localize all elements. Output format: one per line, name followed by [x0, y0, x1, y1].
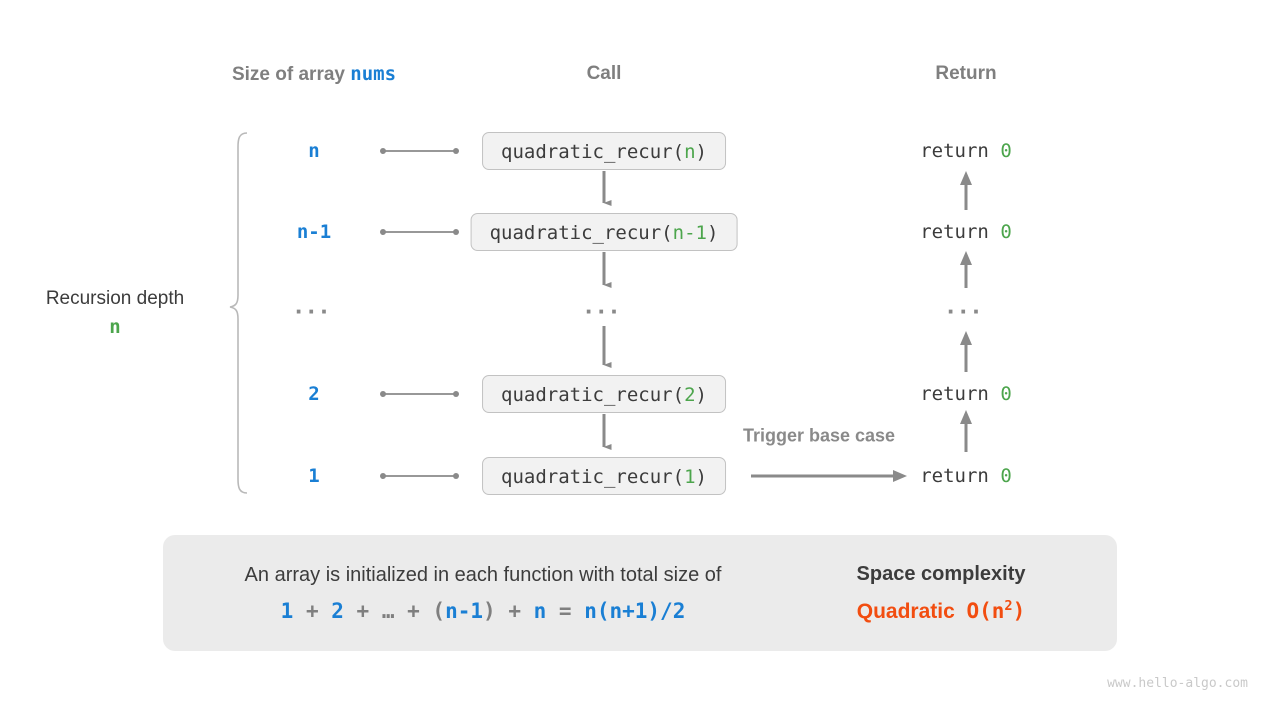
formula-token-11: = [546, 598, 585, 623]
recursion-depth-label: Recursion depth n [46, 285, 184, 341]
complexity-bigo: O(n [966, 598, 1005, 623]
summary-right: Space complexity Quadratic O(n2) [791, 535, 1091, 651]
call-box-row-4[interactable]: quadratic_recur(1) [482, 457, 726, 495]
formula-token-0: 1 [280, 598, 294, 623]
formula-token-9: + [495, 598, 534, 623]
summary-panel: An array is initialized in each function… [163, 535, 1117, 651]
formula-token-2: 2 [331, 598, 344, 623]
return-value-0: 0 [1000, 140, 1012, 162]
return-value-4: 0 [1000, 465, 1012, 487]
watermark: www.hello-algo.com [1107, 676, 1248, 691]
summary-left: An array is initialized in each function… [163, 535, 803, 651]
complexity-bigo-close: ) [1012, 598, 1026, 623]
column-header-call: Call [586, 63, 622, 84]
formula-token-7: n-1 [445, 598, 484, 623]
return-keyword-4: return [920, 465, 1001, 487]
call-box-close-3: ) [695, 384, 707, 406]
connector-row-0 [380, 148, 459, 154]
formula-token-6: ( [432, 598, 446, 623]
recursion-depth-value: n [109, 316, 121, 338]
call-box-close-0: ) [695, 141, 707, 163]
connector-row-1 [380, 229, 459, 235]
return-keyword-1: return [920, 221, 1001, 243]
connector-row-4 [380, 473, 459, 479]
return-label-row-1: return 0 [920, 221, 1012, 243]
connector-row-3 [380, 391, 459, 397]
return-label-row-3: return 0 [920, 383, 1012, 405]
return-arrow-4-to-3 [960, 410, 972, 452]
size-label-row-4: 1 [308, 465, 320, 487]
call-box-arg-0: n [684, 141, 696, 163]
call-box-fn-4: quadratic_recur( [501, 466, 685, 488]
return-arrow-3-to-dots [960, 331, 972, 372]
size-label-row-3: 2 [308, 383, 320, 405]
space-complexity-value: Quadratic O(n2) [857, 598, 1026, 624]
return-keyword-3: return [920, 383, 1001, 405]
call-box-arg-3: 2 [684, 384, 696, 406]
column-header-size-var: nums [350, 63, 397, 85]
call-box-close-4: ) [695, 466, 707, 488]
complexity-exponent: 2 [1004, 597, 1013, 614]
formula-token-10: n [533, 598, 547, 623]
call-box-close-1: ) [706, 222, 719, 244]
trigger-base-case-note: Trigger base case [742, 425, 896, 446]
summary-text: An array is initialized in each function… [244, 563, 722, 586]
recursion-depth-title: Recursion depth [45, 288, 185, 309]
return-label-row-4: return 0 [920, 465, 1012, 487]
return-keyword-0: return [920, 140, 1001, 162]
base-case-arrow [751, 470, 907, 482]
return-label-row-0: return 0 [920, 140, 1012, 162]
call-box-fn-3: quadratic_recur( [501, 384, 685, 406]
return-arrow-dots-to-1 [960, 251, 972, 288]
call-box-arg-4: 1 [684, 466, 696, 488]
formula-token-1: + [293, 598, 332, 623]
column-header-size-text: Size of array [231, 64, 345, 85]
column-header-return: Return [935, 63, 997, 84]
size-label-ellipsis: ··· [295, 296, 333, 326]
size-label-row-0: n [308, 140, 320, 162]
space-complexity-title: Space complexity [856, 562, 1026, 585]
formula-token-8: ) [483, 598, 496, 623]
call-box-row-0[interactable]: quadratic_recur(n) [482, 132, 726, 170]
complexity-kind: Quadratic [856, 599, 955, 623]
return-column-ellipsis: ··· [947, 296, 985, 326]
call-box-fn-1: quadratic_recur( [489, 222, 673, 244]
call-box-arg-1: n-1 [672, 222, 707, 244]
formula-token-5: + [394, 598, 433, 623]
formula-token-3: + [343, 598, 382, 623]
call-column-ellipsis: ··· [585, 296, 623, 326]
summary-formula: 1 + 2 + … + (n-1) + n = n(n+1)/2 [281, 599, 686, 623]
column-header-size: Size of array nums [232, 63, 396, 86]
recursion-depth-brace [229, 132, 248, 494]
call-box-row-1[interactable]: quadratic_recur(n-1) [470, 213, 738, 251]
return-arrow-1-to-0 [960, 171, 972, 210]
size-label-row-1: n-1 [296, 221, 332, 243]
formula-token-4: … [381, 598, 395, 623]
return-value-1: 0 [1000, 221, 1012, 243]
return-value-3: 0 [1000, 383, 1012, 405]
formula-token-12: n(n+1)/2 [584, 598, 686, 623]
call-box-row-3[interactable]: quadratic_recur(2) [482, 375, 726, 413]
call-box-fn-0: quadratic_recur( [501, 141, 685, 163]
